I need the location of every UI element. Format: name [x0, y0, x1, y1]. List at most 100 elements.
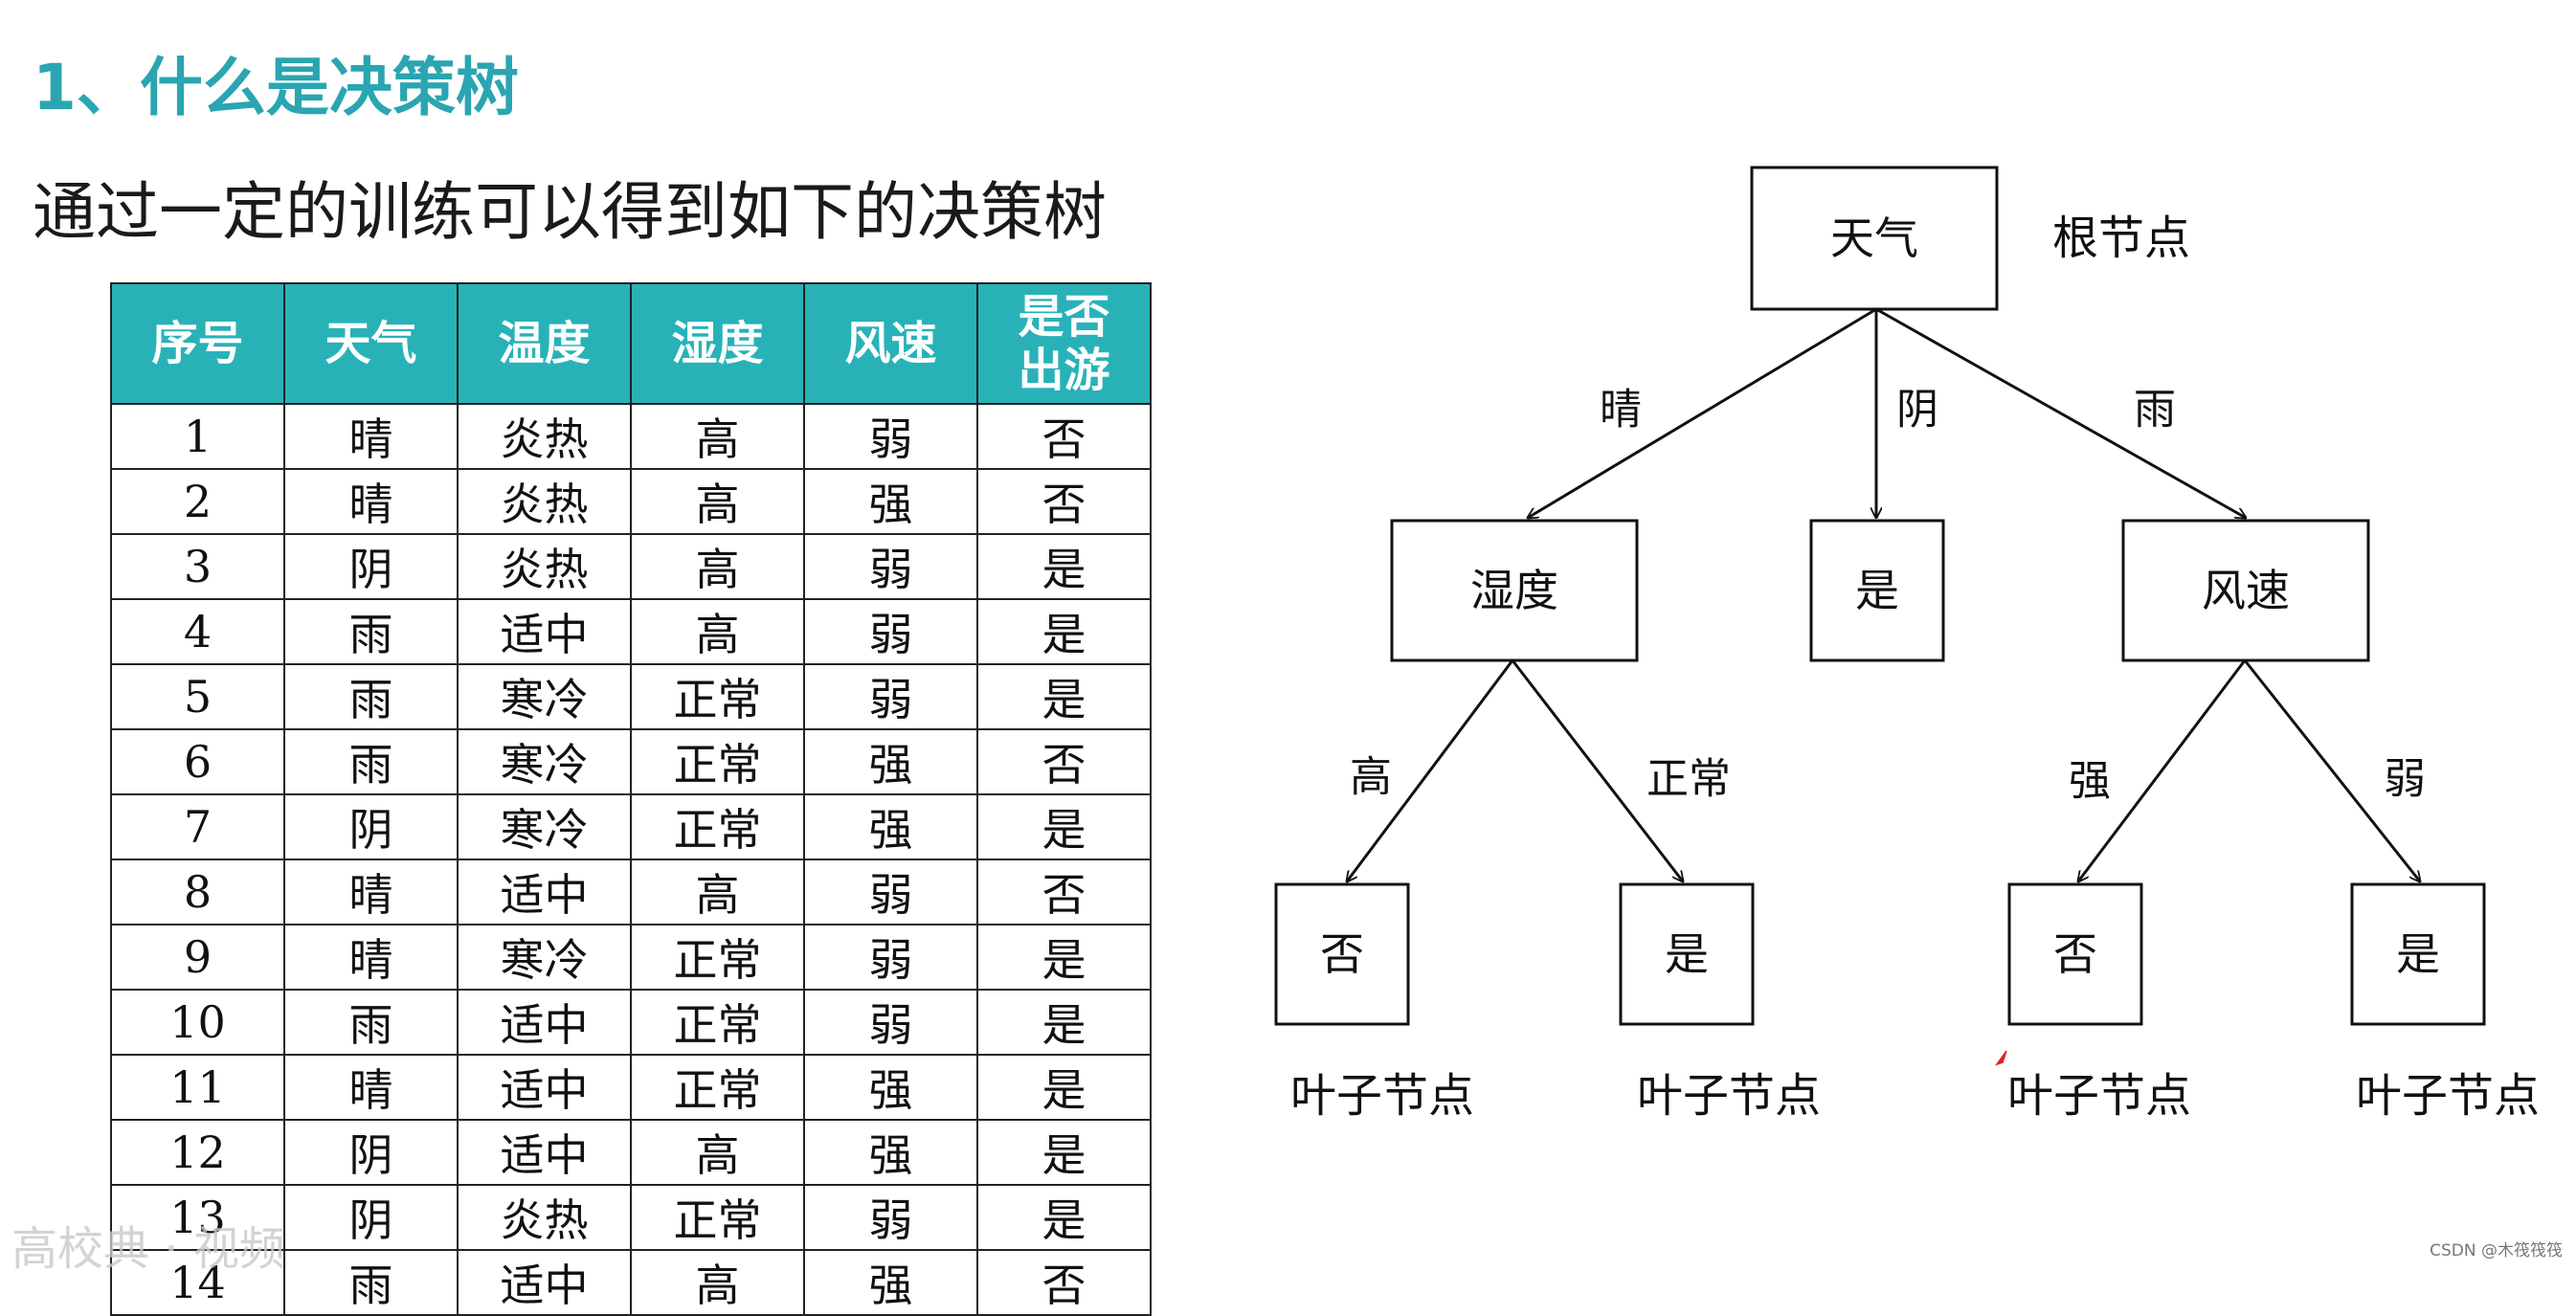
overcast-leaf-box	[1809, 519, 1945, 662]
cell-humidity: 正常	[630, 924, 805, 991]
edge-humidity-to-high	[1347, 659, 1514, 881]
cell-weather: 晴	[283, 1054, 459, 1121]
leaf-weak-label: 是	[2396, 928, 2440, 980]
cell-play: 是	[976, 533, 1152, 600]
table-header-row: 序号 天气 温度 湿度 风速 是否 出游	[110, 282, 1152, 405]
cell-weather: 雨	[283, 663, 459, 730]
cell-wind: 强	[803, 468, 978, 535]
edge-humidity-to-normal	[1511, 659, 1683, 881]
cell-wind: 强	[803, 1054, 978, 1121]
edge-label-sunny: 晴	[1600, 386, 1642, 435]
cell-wind: 强	[803, 728, 978, 795]
edge-wind-to-weak	[2243, 659, 2420, 881]
header-weather: 天气	[283, 282, 459, 405]
cell-index: 8	[110, 859, 285, 926]
leaf-annotation-normal: 叶子节点	[1637, 1069, 1821, 1123]
cell-temperature: 寒冷	[457, 728, 632, 795]
edge-label-high: 高	[1350, 753, 1392, 802]
cell-temperature: 寒冷	[457, 924, 632, 991]
decision-tree-diagram: 天气 湿度 是 风速 否 是 否 是 晴 阴 雨 高 正常 强 弱 根节点 叶子…	[1274, 166, 2540, 1123]
cell-index: 12	[110, 1119, 285, 1186]
cell-play: 是	[976, 1119, 1152, 1186]
header-temperature: 温度	[457, 282, 632, 405]
cell-temperature: 适中	[457, 859, 632, 926]
edge-root-to-humidity	[1528, 307, 1877, 518]
cell-wind: 弱	[803, 598, 978, 665]
cell-wind: 弱	[803, 533, 978, 600]
cell-play: 是	[976, 598, 1152, 665]
cell-temperature: 适中	[457, 598, 632, 665]
cell-index: 2	[110, 468, 285, 535]
leaf-normal-box	[1619, 882, 1755, 1026]
header-index: 序号	[110, 282, 285, 405]
cell-temperature: 炎热	[457, 468, 632, 535]
header-play: 是否 出游	[976, 282, 1152, 405]
cell-index: 5	[110, 663, 285, 730]
leaf-strong-box	[2007, 882, 2143, 1026]
edge-label-strong: 强	[2069, 757, 2111, 806]
edge-label-weak: 弱	[2384, 755, 2426, 804]
cell-weather: 雨	[283, 728, 459, 795]
header-wind: 风速	[803, 282, 978, 405]
leaf-weak-box	[2350, 882, 2486, 1026]
cell-index: 9	[110, 924, 285, 991]
cell-weather: 晴	[283, 859, 459, 926]
cell-index: 11	[110, 1054, 285, 1121]
cell-temperature: 炎热	[457, 533, 632, 600]
cell-play: 是	[976, 924, 1152, 991]
cell-play: 是	[976, 663, 1152, 730]
cell-temperature: 适中	[457, 989, 632, 1056]
root-node-box	[1750, 166, 1999, 311]
cell-index: 6	[110, 728, 285, 795]
cell-wind: 弱	[803, 663, 978, 730]
cell-play: 否	[976, 468, 1152, 535]
cell-humidity: 正常	[630, 793, 805, 860]
edge-wind-to-strong	[2078, 659, 2247, 881]
cell-play: 是	[976, 989, 1152, 1056]
cell-humidity: 高	[630, 468, 805, 535]
cell-humidity: 正常	[630, 989, 805, 1056]
cell-index: 1	[110, 403, 285, 470]
edge-root-to-wind	[1875, 307, 2246, 518]
cell-index: 3	[110, 533, 285, 600]
cell-humidity: 正常	[630, 728, 805, 795]
cell-weather: 雨	[283, 989, 459, 1056]
cell-humidity: 高	[630, 403, 805, 470]
humidity-node-box	[1390, 519, 1639, 662]
cell-temperature: 适中	[457, 1054, 632, 1121]
cell-temperature: 寒冷	[457, 663, 632, 730]
leaf-annotation-strong: 叶子节点	[2007, 1069, 2191, 1123]
cell-play: 否	[976, 728, 1152, 795]
leaf-high-box	[1274, 882, 1410, 1026]
cell-wind: 弱	[803, 1184, 978, 1251]
overcast-leaf-label: 是	[1855, 565, 1899, 616]
cell-play: 是	[976, 793, 1152, 860]
cell-humidity: 正常	[630, 1184, 805, 1251]
cell-wind: 弱	[803, 403, 978, 470]
watermark-left: 高校典 · 视频	[11, 1222, 285, 1276]
humidity-node-label: 湿度	[1470, 565, 1558, 616]
cell-temperature: 适中	[457, 1119, 632, 1186]
cell-wind: 弱	[803, 989, 978, 1056]
watermark-right: CSDN @木筏筏筏	[2430, 1241, 2563, 1260]
cell-weather: 雨	[283, 598, 459, 665]
cell-play: 是	[976, 1054, 1152, 1121]
header-humidity: 湿度	[630, 282, 805, 405]
subtitle: 通过一定的训练可以得到如下的决策树	[33, 175, 1107, 249]
cell-temperature: 炎热	[457, 1184, 632, 1251]
slide-title: 1、什么是决策树	[33, 51, 519, 124]
cell-index: 7	[110, 793, 285, 860]
leaf-normal-label: 是	[1665, 928, 1709, 980]
cell-humidity: 高	[630, 859, 805, 926]
cell-wind: 弱	[803, 924, 978, 991]
cell-play: 否	[976, 403, 1152, 470]
wind-node-box	[2121, 519, 2370, 662]
